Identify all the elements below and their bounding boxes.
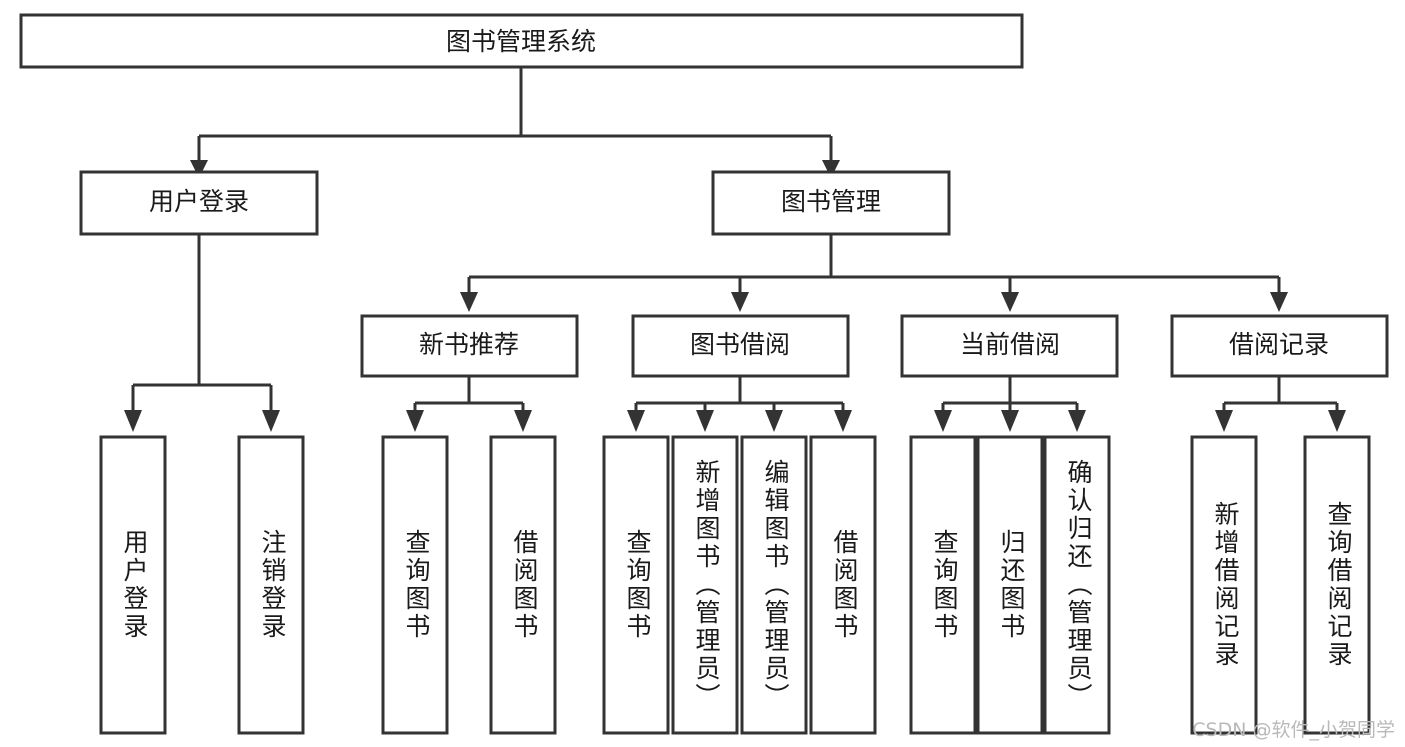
leaf-query-book-current-label: 查询图书 <box>930 529 959 641</box>
leaf-logout-label: 注销登录 <box>258 529 287 641</box>
leaf-borrow-book[interactable]: 借阅图书 <box>809 435 877 735</box>
connector-currentborrow-to-leaves <box>941 376 1079 412</box>
leaf-query-book-current-box[interactable] <box>909 435 977 735</box>
leaf-add-borrow-record[interactable]: 新增借阅记录 <box>1190 435 1258 735</box>
node-borrow-record-box[interactable] <box>1170 314 1389 378</box>
arrowhead-leaf-query-book-1 <box>406 410 424 432</box>
leaf-add-book-admin-label: 新增图书（管理员） <box>692 459 721 711</box>
leaf-borrow-book-recommend[interactable]: 借阅图书 <box>489 435 557 735</box>
leaf-logout[interactable]: 注销登录 <box>237 435 305 735</box>
connector-bookmanage-to-level3 <box>467 234 1281 294</box>
leaf-add-borrow-record-box[interactable] <box>1190 435 1258 735</box>
leaf-logout-box[interactable] <box>237 435 305 735</box>
node-book-management-label: 图书管理 <box>781 187 881 216</box>
arrowhead-leaf-add-record <box>1215 410 1233 432</box>
arrowhead-to-book-manage <box>822 160 840 178</box>
node-root-label: 图书管理系统 <box>446 27 596 56</box>
leaf-add-borrow-record-label: 新增借阅记录 <box>1211 501 1240 669</box>
leaf-return-book-label: 归还图书 <box>997 529 1026 641</box>
node-user-login-box[interactable] <box>79 170 319 236</box>
leaf-query-book-recommend[interactable]: 查询图书 <box>381 435 449 735</box>
node-borrow-record-label: 借阅记录 <box>1229 330 1329 359</box>
node-book-management-box[interactable] <box>711 170 951 236</box>
node-book-management[interactable]: 图书管理 <box>711 170 951 236</box>
arrowhead-to-new-book <box>460 292 478 312</box>
node-book-borrow[interactable]: 图书借阅 <box>631 314 850 378</box>
leaf-user-login[interactable]: 用户登录 <box>99 435 167 735</box>
node-user-login[interactable]: 用户登录 <box>79 170 319 236</box>
node-new-book-recommend-box[interactable] <box>360 314 579 378</box>
leaf-confirm-return-admin[interactable]: 确认归还（管理员） <box>1043 435 1111 735</box>
leaf-add-book-admin[interactable]: 新增图书（管理员） <box>671 435 739 735</box>
leaf-query-borrow-record[interactable]: 查询借阅记录 <box>1303 435 1371 735</box>
arrowhead-leaf-user-login <box>124 410 142 432</box>
leaf-query-borrow-record-label: 查询借阅记录 <box>1324 501 1353 669</box>
arrowhead-to-current-borrow <box>1001 292 1019 312</box>
connector-newbook-to-leaves <box>413 376 525 412</box>
connector-borrowrecord-to-leaves <box>1222 376 1339 412</box>
leaf-query-book-borrow-box[interactable] <box>602 435 670 735</box>
leaf-user-login-label: 用户登录 <box>120 529 149 641</box>
leaf-borrow-book-label: 借阅图书 <box>830 529 859 641</box>
node-new-book-recommend[interactable]: 新书推荐 <box>360 314 579 378</box>
arrowhead-leaf-query-book-3 <box>934 410 952 432</box>
arrowhead-leaf-logout <box>262 410 280 432</box>
node-book-borrow-box[interactable] <box>631 314 850 378</box>
arrowhead-to-user-login <box>190 160 208 178</box>
leaf-borrow-book-recommend-box[interactable] <box>489 435 557 735</box>
leaf-add-book-admin-box[interactable] <box>671 435 739 735</box>
leaf-return-book-box[interactable] <box>976 435 1044 735</box>
arrowhead-to-book-borrow <box>731 292 749 312</box>
connector-bookborrow-to-leaves <box>634 376 845 412</box>
connector-userlogin-to-leaves <box>131 234 273 412</box>
leaf-query-book-borrow[interactable]: 查询图书 <box>602 435 670 735</box>
arrowhead-leaf-query-record <box>1328 410 1346 432</box>
node-new-book-recommend-label: 新书推荐 <box>419 330 519 359</box>
arrowhead-leaf-return-book <box>1001 410 1019 432</box>
node-current-borrow-label: 当前借阅 <box>960 330 1060 359</box>
leaf-confirm-return-admin-label: 确认归还（管理员） <box>1064 459 1093 711</box>
connector-root-to-level2 <box>197 68 833 162</box>
leaf-borrow-book-box[interactable] <box>809 435 877 735</box>
leaf-edit-book-admin[interactable]: 编辑图书（管理员） <box>740 435 808 735</box>
node-current-borrow[interactable]: 当前借阅 <box>900 314 1119 378</box>
arrowhead-leaf-borrow-book-2 <box>834 410 852 432</box>
node-root-book-management-system[interactable]: 图书管理系统 <box>19 13 1024 69</box>
node-root-box[interactable] <box>19 13 1024 69</box>
arrowhead-leaf-edit-book <box>765 410 783 432</box>
arrowhead-leaf-query-book-2 <box>627 410 645 432</box>
leaf-query-book-borrow-label: 查询图书 <box>623 529 652 641</box>
node-current-borrow-box[interactable] <box>900 314 1119 378</box>
leaf-borrow-book-recommend-label: 借阅图书 <box>510 529 539 641</box>
node-borrow-record[interactable]: 借阅记录 <box>1170 314 1389 378</box>
leaf-confirm-return-admin-box[interactable] <box>1043 435 1111 735</box>
leaf-query-book-recommend-box[interactable] <box>381 435 449 735</box>
leaf-query-borrow-record-box[interactable] <box>1303 435 1371 735</box>
arrowhead-leaf-add-book <box>696 410 714 432</box>
leaf-edit-book-admin-box[interactable] <box>740 435 808 735</box>
connector-layer <box>124 68 1346 432</box>
leaf-query-book-current[interactable]: 查询图书 <box>909 435 977 735</box>
leaf-user-login-box[interactable] <box>99 435 167 735</box>
node-book-borrow-label: 图书借阅 <box>690 330 790 359</box>
leaf-return-book[interactable]: 归还图书 <box>976 435 1044 735</box>
arrowhead-to-borrow-record <box>1270 292 1288 312</box>
arrowhead-leaf-borrow-book-1 <box>514 410 532 432</box>
arrowhead-leaf-confirm-return <box>1068 410 1086 432</box>
node-user-login-label: 用户登录 <box>149 187 249 216</box>
leaf-edit-book-admin-label: 编辑图书（管理员） <box>761 459 790 711</box>
leaf-query-book-recommend-label: 查询图书 <box>402 529 431 641</box>
